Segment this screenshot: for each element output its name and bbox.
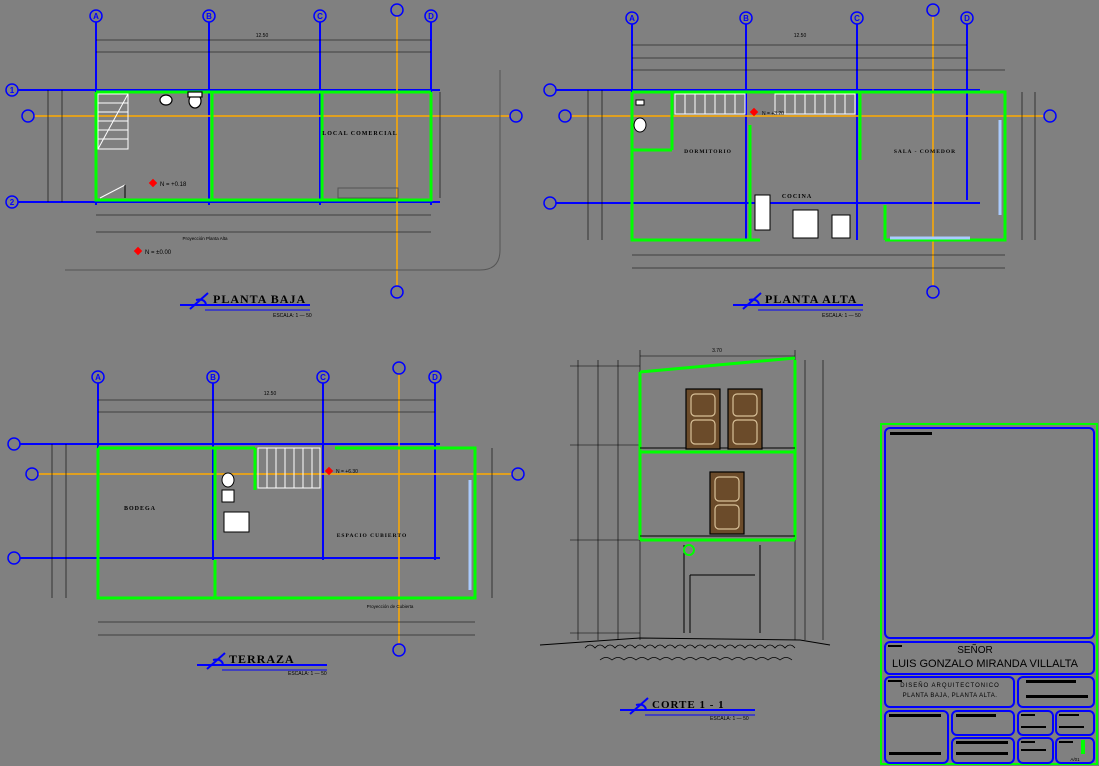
axis-label-c: C bbox=[317, 12, 323, 21]
terraza-title: TERRAZA ESCALA: 1 — 50 bbox=[197, 652, 327, 677]
level-mark-pb: N = +0.18 bbox=[160, 182, 187, 188]
axis-label-d-te: D bbox=[432, 373, 438, 382]
axis-label-a: A bbox=[93, 12, 99, 21]
planta-alta-scale: ESCALA: 1 — 50 bbox=[822, 313, 861, 319]
project-line-2: PLANTA BAJA, PLANTA ALTA. bbox=[903, 693, 998, 699]
axis-label-c-te: C bbox=[320, 373, 326, 382]
total-dim-pa: 12.50 bbox=[794, 33, 807, 39]
level-mark-te: N = +6.30 bbox=[336, 469, 358, 475]
project-line-1: DISEÑO ARQUITECTONICO bbox=[900, 682, 1000, 689]
axis-label-a-pa: A bbox=[629, 14, 635, 23]
axis-label-c-pa: C bbox=[854, 14, 860, 23]
title-block: SEÑOR LUIS GONZALO MIRANDA VILLALTA DISE… bbox=[880, 423, 1098, 765]
owner-name: LUIS GONZALO MIRANDA VILLALTA bbox=[892, 658, 1079, 670]
planta-baja-drawing: A B C D 1 2 bbox=[5, 3, 523, 319]
axis-label-d-pa: D bbox=[964, 14, 970, 23]
axis-label-1: 1 bbox=[10, 86, 15, 95]
axis-label-b-pa: B bbox=[743, 14, 749, 23]
room-dormitorio: DORMITORIO bbox=[684, 149, 732, 155]
sheet-number: A/01 bbox=[1070, 757, 1080, 762]
corte-title-text: CORTE 1 - 1 bbox=[652, 699, 725, 711]
terraza-drawing: A B C D N = +6.30 BODEGA ESPACIO CUBIERT… bbox=[7, 361, 525, 677]
axis-label-2: 2 bbox=[10, 198, 15, 207]
owner-label: SEÑOR bbox=[957, 643, 993, 656]
level-mark-pb-2: N = ±0.00 bbox=[145, 250, 172, 256]
room-local-comercial: LOCAL COMERCIAL bbox=[322, 131, 398, 137]
planta-alta-title-text: PLANTA ALTA bbox=[765, 292, 857, 306]
room-bodega: BODEGA bbox=[124, 506, 156, 512]
axis-label-b-te: B bbox=[210, 373, 216, 382]
projection-note-te: Proyección de Cubierta bbox=[367, 604, 414, 609]
planta-baja-title: PLANTA BAJA ESCALA: 1 — 50 bbox=[180, 292, 312, 319]
room-cocina: COCINA bbox=[782, 194, 812, 200]
room-espacio-cubierto: ESPACIO CUBIERTO bbox=[337, 533, 407, 539]
corte-scale: ESCALA: 1 — 50 bbox=[710, 716, 749, 722]
total-dim-te: 12.50 bbox=[264, 391, 277, 397]
projection-note-pb: Proyección Planta Alta bbox=[182, 236, 228, 241]
terraza-title-text: TERRAZA bbox=[229, 652, 295, 666]
planta-baja-title-text: PLANTA BAJA bbox=[213, 292, 306, 306]
corte-width-dim: 3.70 bbox=[712, 348, 722, 354]
planta-alta-drawing: A B C D bbox=[543, 3, 1057, 319]
planta-baja-scale: ESCALA: 1 — 50 bbox=[273, 313, 312, 319]
corte-drawing: 3.70 CORTE 1 - 1 ESCALA: 1 — 50 bbox=[539, 348, 831, 722]
corte-title: CORTE 1 - 1 ESCALA: 1 — 50 bbox=[620, 697, 755, 722]
room-sala-comedor: SALA - COMEDOR bbox=[894, 149, 956, 155]
planta-alta-title: PLANTA ALTA ESCALA: 1 — 50 bbox=[733, 292, 863, 319]
level-mark-pa: N = +3.20 bbox=[762, 111, 784, 117]
axis-label-d: D bbox=[428, 12, 434, 21]
terraza-scale: ESCALA: 1 — 50 bbox=[288, 671, 327, 677]
axis-label-b: B bbox=[206, 12, 212, 21]
total-dim-pb: 12.50 bbox=[256, 33, 269, 39]
axis-label-a-te: A bbox=[95, 373, 101, 382]
